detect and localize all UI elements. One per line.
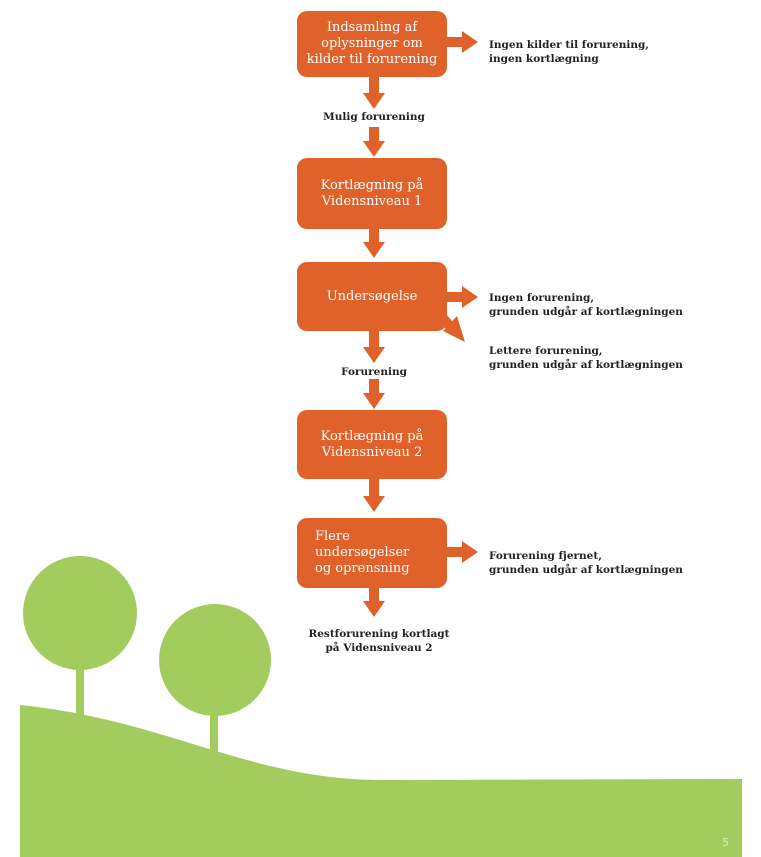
tree-trunk-left — [76, 640, 84, 720]
box-kortlaegning-1: Kortlægning på Vidensniveau 1 — [297, 158, 447, 229]
arrow-down-7 — [363, 588, 385, 617]
outcome-ingen-kilder: Ingen kilder til forurening, ingen kortl… — [489, 39, 649, 65]
label-mulig-forurening: Mulig forurening — [323, 111, 425, 123]
outcome-ingen-forurening: Ingen forurening, grunden udgår af kortl… — [489, 292, 683, 318]
arrow-down-3 — [363, 229, 385, 258]
outcome-lettere-forurening: Lettere forurening, grunden udgår af kor… — [489, 345, 683, 371]
tree-crown-left — [23, 556, 137, 670]
label-forurening: Forurening — [341, 366, 407, 378]
box-kortlaegning-1-text: Kortlægning på Vidensniveau 1 — [320, 177, 424, 209]
green-hill — [20, 705, 742, 857]
box-undersoegelse-text: Undersøgelse — [326, 288, 418, 304]
outcome-forurening-fjernet: Forurening fjernet, grunden udgår af kor… — [489, 550, 683, 576]
label-restforurening: Restforurening kortlagt på Vidensniveau … — [308, 628, 450, 654]
page-number: 5 — [722, 836, 729, 849]
arrow-right-2 — [447, 286, 478, 308]
box-flere-undersoegelser: Flere undersøgelser og oprensning — [297, 518, 447, 588]
box-kortlaegning-2: Kortlægning på Vidensniveau 2 — [297, 410, 447, 479]
arrow-down-4 — [363, 331, 385, 363]
arrow-down-1 — [363, 77, 385, 109]
box-kortlaegning-2-text: Kortlægning på Vidensniveau 2 — [320, 428, 424, 460]
arrow-right-3 — [447, 541, 478, 563]
box-indsamling-text: Indsamling af oplysninger om kilder til … — [306, 20, 438, 67]
tree-trunk-right — [210, 670, 218, 780]
arrow-down-2 — [363, 127, 385, 157]
box-indsamling: Indsamling af oplysninger om kilder til … — [297, 11, 447, 77]
box-undersoegelse: Undersøgelse — [297, 262, 447, 331]
box-flere-undersoegelser-text: Flere undersøgelser og oprensning — [315, 529, 410, 576]
arrow-down-6 — [363, 479, 385, 512]
arrow-right-1 — [447, 31, 478, 53]
tree-crown-right — [159, 604, 271, 716]
arrow-down-5 — [363, 379, 385, 409]
